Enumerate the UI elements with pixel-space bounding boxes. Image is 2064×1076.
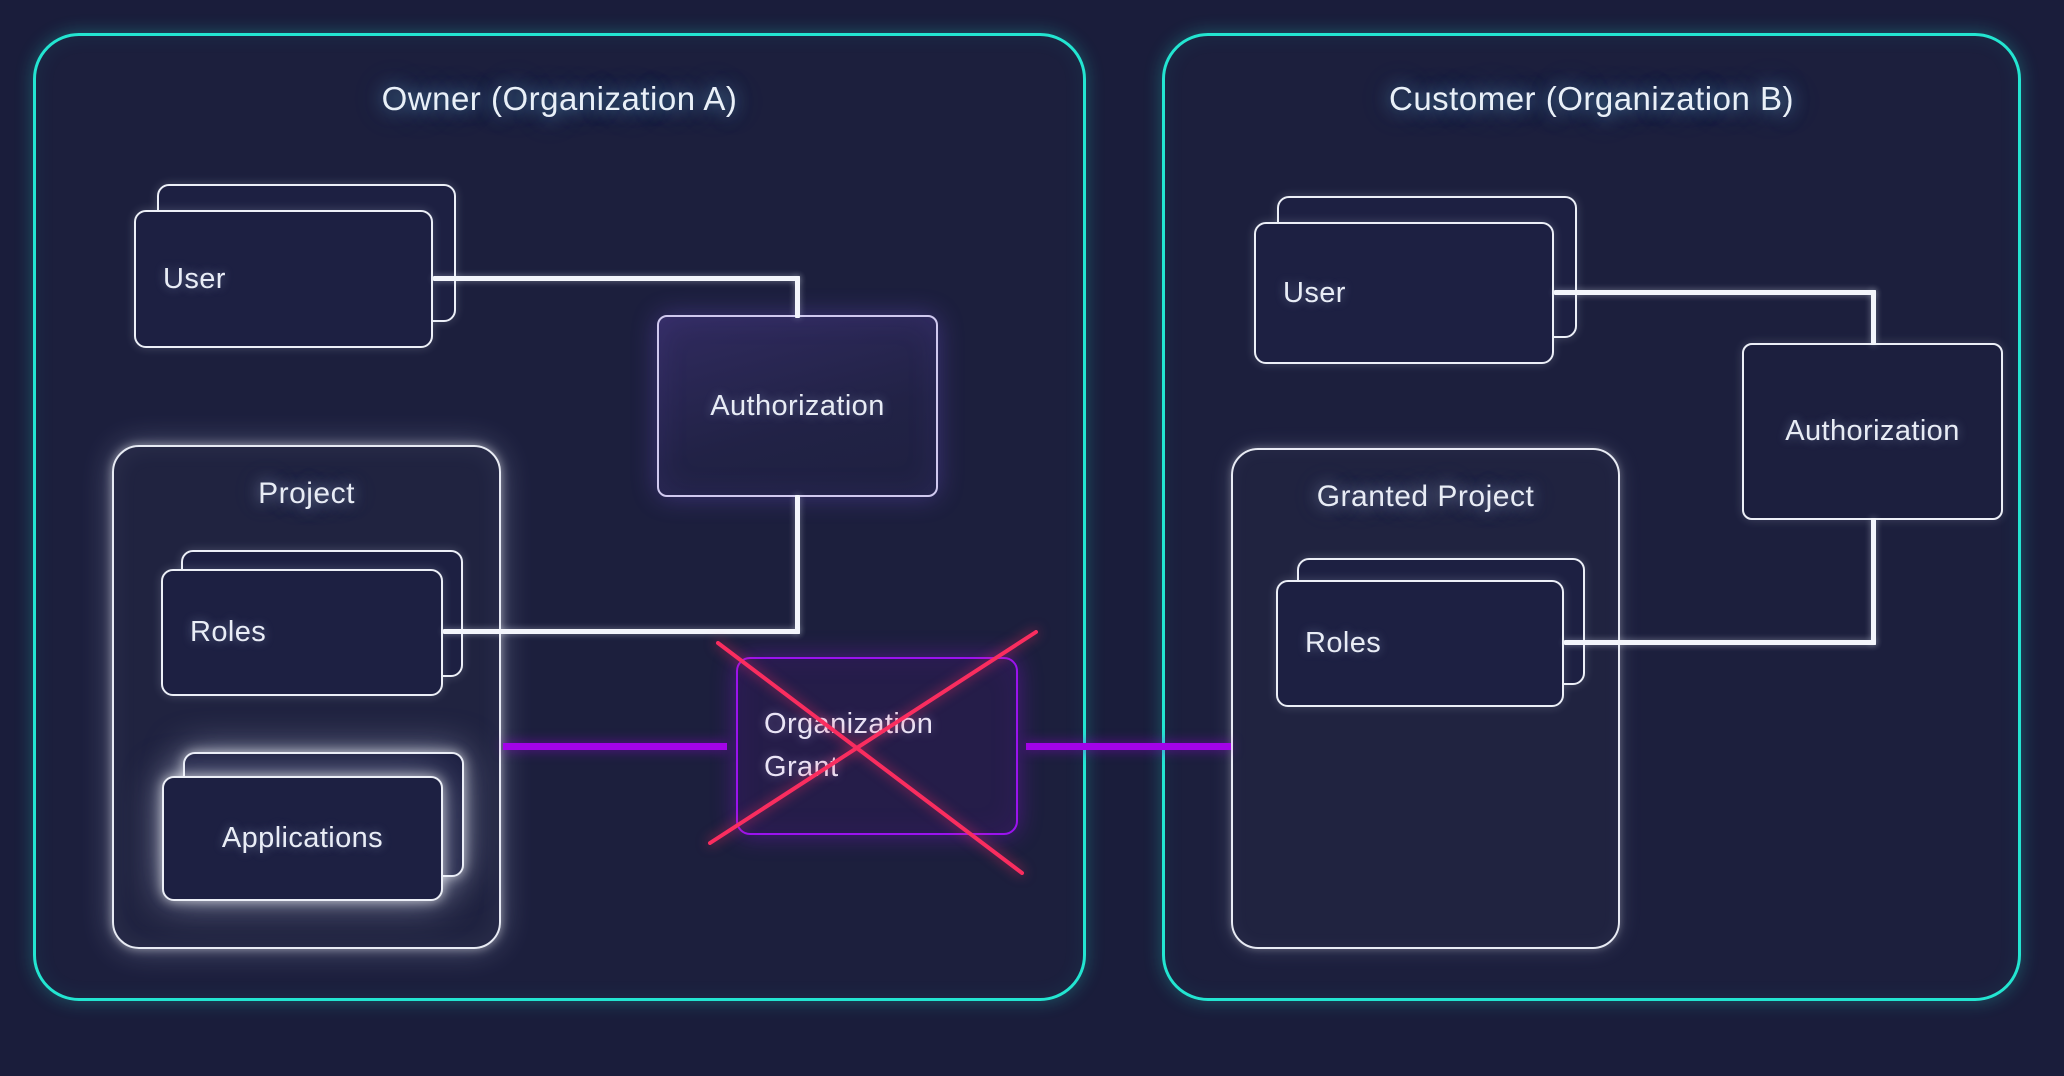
customer-user-card: User [1254,222,1554,364]
owner-applications-card: Applications [162,776,443,901]
owner-applications-label: Applications [221,822,384,854]
owner-project-title: Project [258,477,355,510]
customer-authorization-box: Authorization [1742,343,2003,520]
cross-out-x-icon [708,630,1038,875]
customer-authorization-label: Authorization [1785,415,1960,447]
customer-granted-project-container: Granted Project [1231,448,1620,949]
customer-user-label: User [1283,276,1346,309]
grant-connector-left [503,743,727,750]
customer-roles-label: Roles [1305,627,1382,659]
owner-authorization-box: Authorization [657,315,938,497]
owner-connector-user-authorization-horizontal [433,276,800,281]
owner-roles-label: Roles [190,616,267,648]
customer-granted-project-title: Granted Project [1316,480,1535,513]
customer-organization-title: Customer (Organization B) [1389,80,1794,117]
grant-connector-right [1026,743,1231,750]
cross-out-x-line-1 [716,641,1024,875]
customer-roles-card: Roles [1276,580,1564,707]
owner-organization-container: Owner (Organization A) [33,33,1086,1001]
owner-organization-title: Owner (Organization A) [381,80,738,117]
customer-connector-user-authorization-horizontal [1554,290,1876,295]
owner-connector-authorization-roles-horizontal [443,629,800,634]
owner-connector-user-authorization-vertical [795,276,800,318]
customer-connector-authorization-roles-vertical [1871,518,1876,645]
owner-project-container: Project [112,445,501,949]
owner-roles-card: Roles [161,569,443,696]
customer-connector-user-authorization-vertical [1871,290,1876,345]
organization-grant-label: Organization Grant [764,708,934,783]
owner-connector-authorization-roles-vertical [795,495,800,634]
owner-authorization-label: Authorization [710,389,885,422]
cross-out-x-line-2 [708,630,1038,845]
customer-connector-authorization-roles-horizontal [1564,640,1876,645]
organization-grant-box: Organization Grant [736,657,1018,835]
owner-user-card: User [134,210,433,348]
customer-organization-container: Customer (Organization B) [1162,33,2021,1001]
owner-user-label: User [163,262,226,295]
